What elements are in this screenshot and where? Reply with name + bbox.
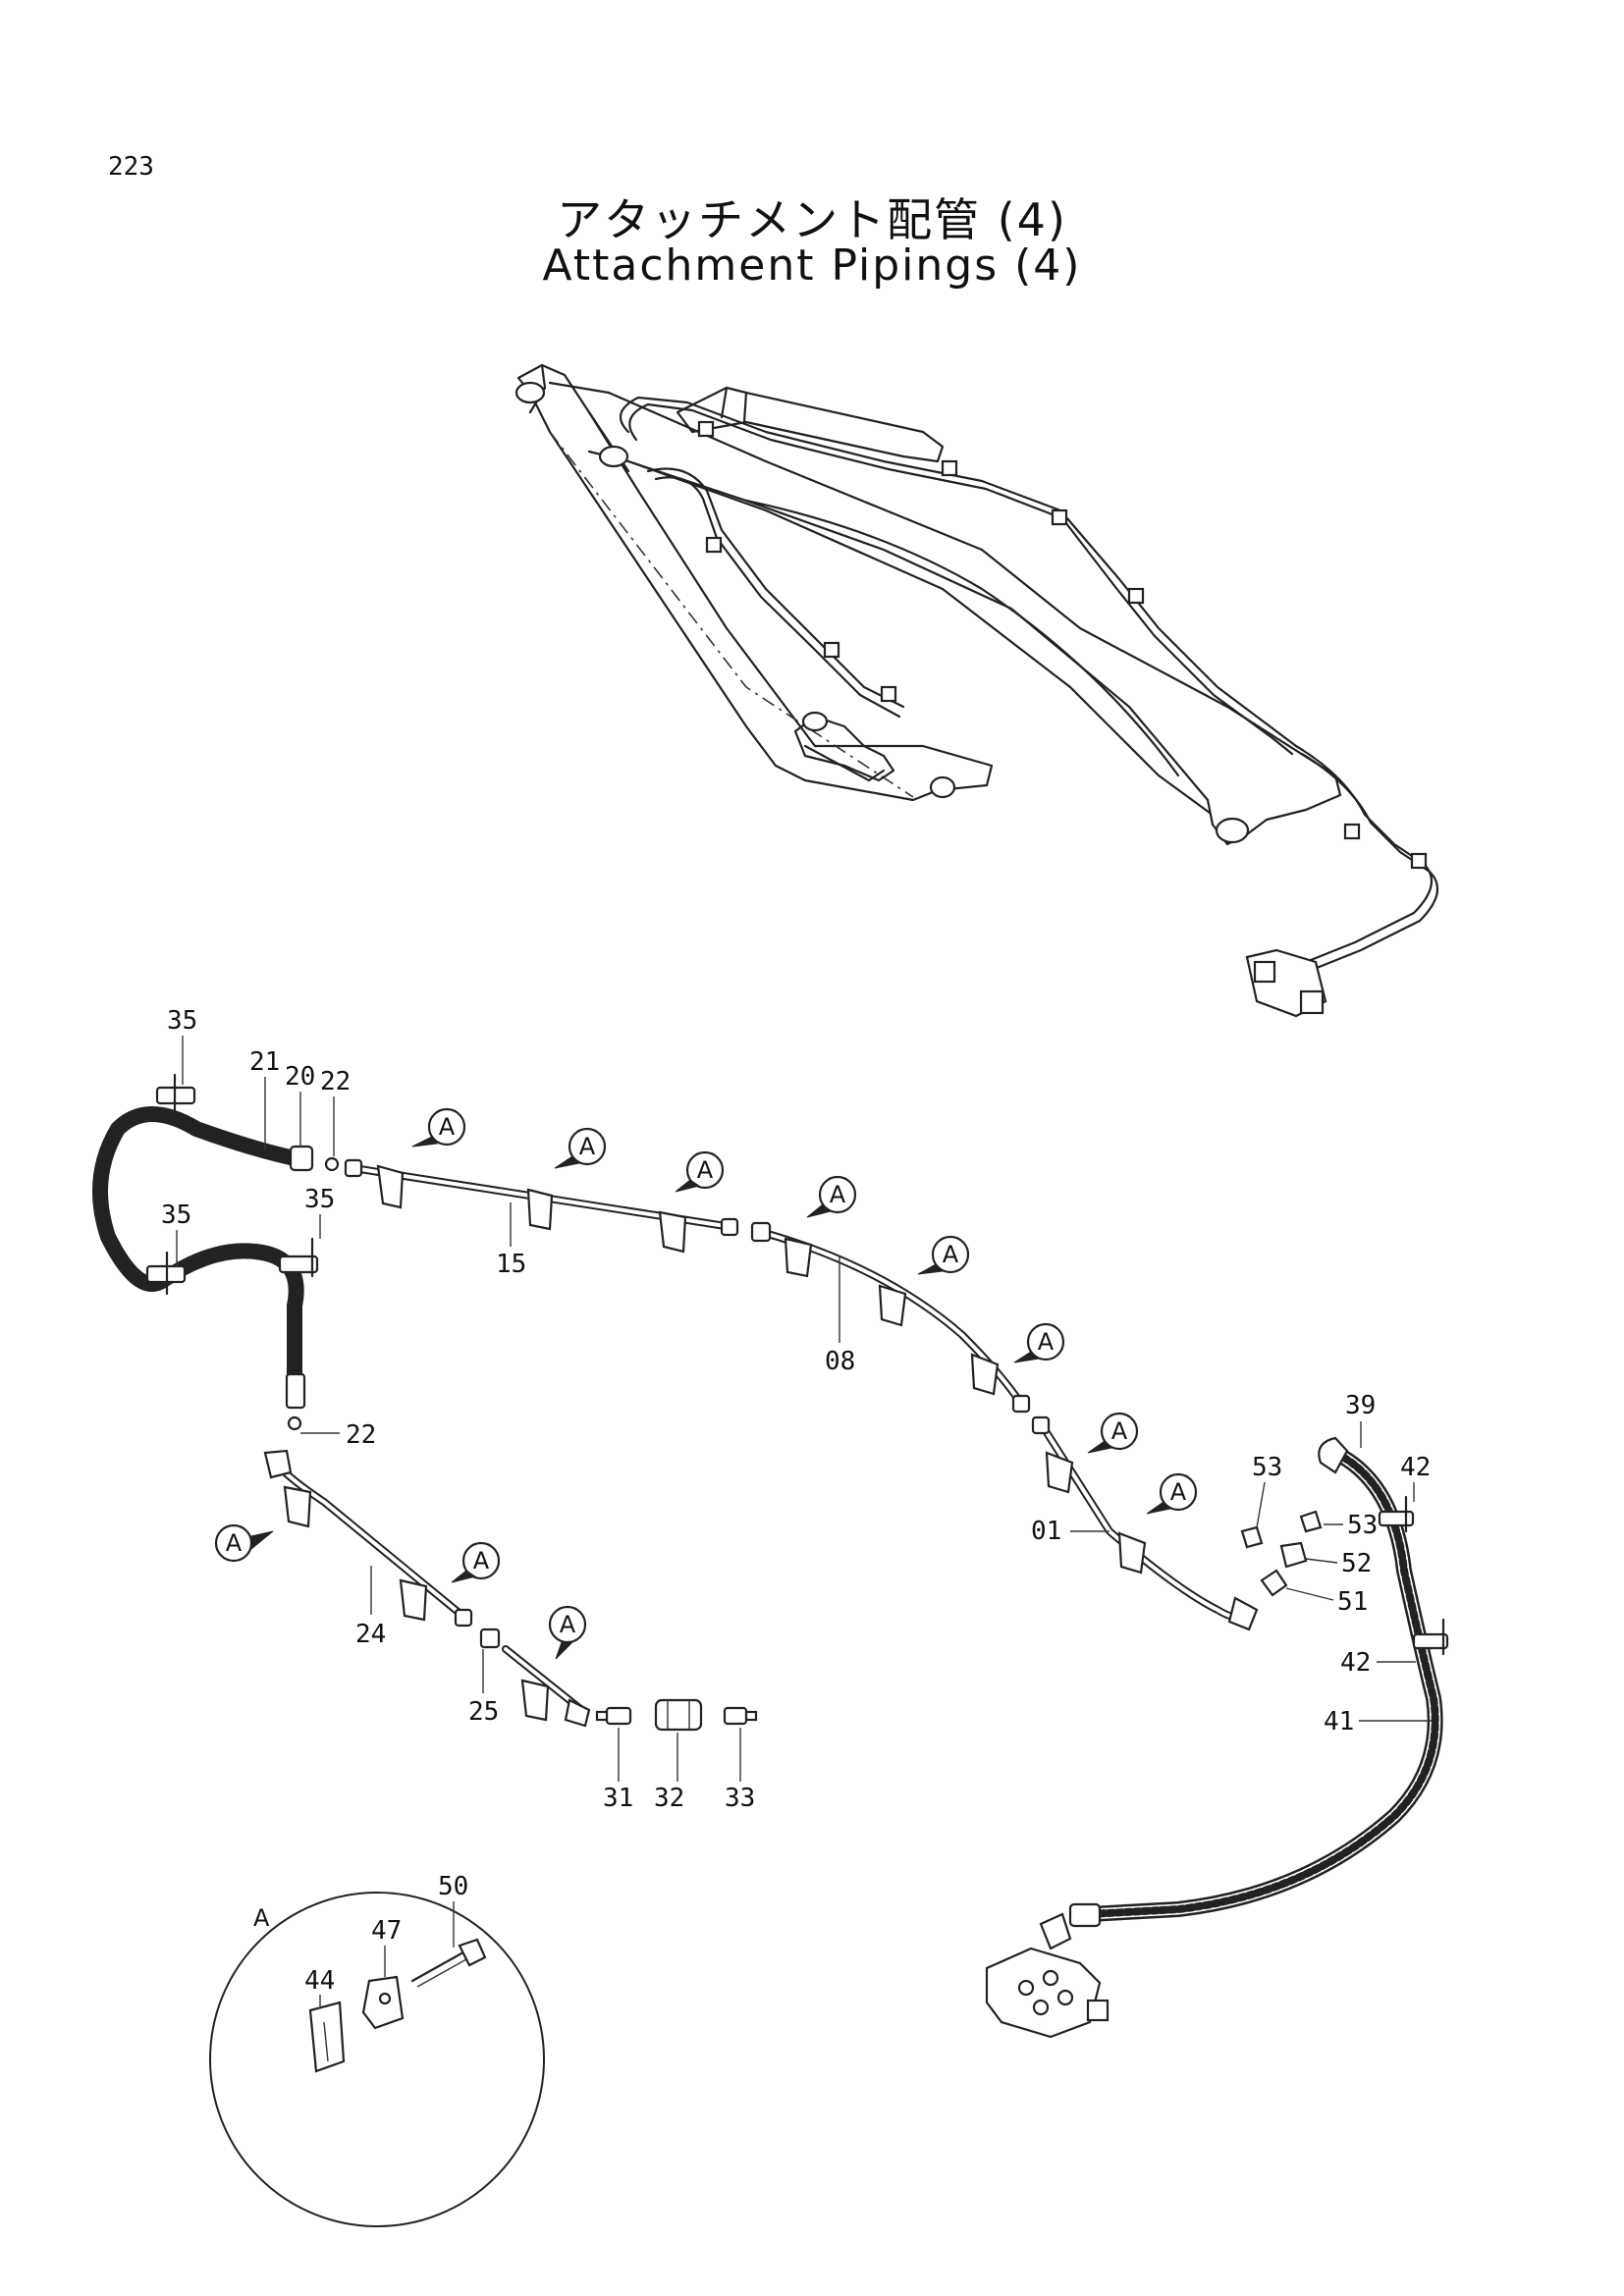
svg-text:A: A [943,1241,959,1268]
svg-text:A: A [579,1133,596,1160]
label-15: 15 [496,1250,526,1279]
boom-arm-overview [514,363,1439,1018]
clamp-35-left [145,1251,187,1296]
label-35: 35 [304,1185,335,1214]
fittings-51-52-53 [1240,1510,1323,1597]
clamp-35-top [155,1073,196,1116]
pipe-clamps [283,1164,1147,1722]
plug-33 [723,1706,758,1726]
callout-marker: A [411,1107,466,1148]
o-ring-22-lower [287,1415,302,1431]
adapter-31 [595,1706,632,1726]
label-42: 42 [1400,1453,1431,1482]
svg-text:A: A [697,1156,714,1184]
pipe-24 [263,1449,473,1628]
page-title-english: Attachment Pipings (4) [542,240,1082,291]
callout-marker: A [451,1541,501,1583]
label-47: 47 [371,1916,402,1946]
clamp-42-lower [1412,1618,1449,1656]
label-31: 31 [603,1784,633,1813]
callout-marker: A [675,1150,725,1193]
label-42: 42 [1340,1648,1371,1678]
svg-text:A: A [1111,1417,1128,1445]
page-title-japanese: アタッチメント配管 (4) [557,193,1067,246]
svg-text:A: A [1038,1328,1055,1356]
svg-text:A: A [473,1547,490,1575]
label-53: 53 [1347,1511,1378,1540]
svg-text:A: A [439,1113,456,1141]
pipe-08 [750,1221,1031,1414]
hose-21 [92,1106,314,1410]
label-01: 01 [1031,1517,1061,1546]
label-22: 22 [346,1420,376,1450]
label-35: 35 [161,1201,191,1230]
clip-44 [308,2001,346,2073]
svg-text:A: A [560,1611,576,1638]
svg-text:A: A [830,1181,846,1208]
piping-assembly [92,1073,1449,2039]
o-ring-22 [324,1156,340,1172]
label-33: 33 [725,1784,755,1813]
clamp-42-upper [1378,1495,1415,1533]
label-44: 44 [304,1966,335,1996]
callout-marker: A [214,1523,274,1563]
control-valve [985,1947,1110,2039]
page-number: 223 [108,152,154,182]
label-35: 35 [167,1006,197,1036]
label-20: 20 [285,1062,315,1092]
label-21: 21 [249,1047,280,1077]
callout-marker: A [1013,1322,1065,1363]
detail-view-label: A [253,1904,270,1932]
label-41: 41 [1324,1707,1354,1736]
pipe-25 [479,1628,591,1728]
callout-marker: A [1146,1472,1198,1515]
callout-marker: A [806,1175,857,1218]
label-25: 25 [468,1697,499,1727]
callout-marker: A [917,1235,970,1275]
label-52: 52 [1341,1549,1372,1578]
coupler-32 [654,1698,703,1732]
label-24: 24 [355,1620,386,1649]
svg-text:A: A [226,1529,243,1557]
clamp-35-right [278,1237,319,1278]
callout-marker: A [548,1605,587,1660]
pipe-01 [1031,1415,1259,1631]
label-22: 22 [320,1067,351,1096]
fitting-20 [289,1145,314,1172]
callout-marker: A [554,1127,607,1169]
label-32: 32 [654,1784,684,1813]
label-39: 39 [1345,1391,1376,1420]
callout-markers: A A A A A A A A A A A [214,1107,1198,1660]
part-number-labels: 35 21 20 22 35 35 22 15 08 01 24 25 31 [161,1006,1432,1813]
callout-marker: A [1087,1412,1139,1454]
elbow-39 [1318,1436,1349,1474]
detail-view-a: A 44 47 50 [209,1872,545,2227]
label-53: 53 [1252,1453,1282,1482]
label-08: 08 [825,1347,855,1376]
label-51: 51 [1337,1587,1368,1617]
svg-text:A: A [1170,1478,1187,1506]
label-50: 50 [438,1872,468,1901]
bolt-50 [410,1951,463,1983]
